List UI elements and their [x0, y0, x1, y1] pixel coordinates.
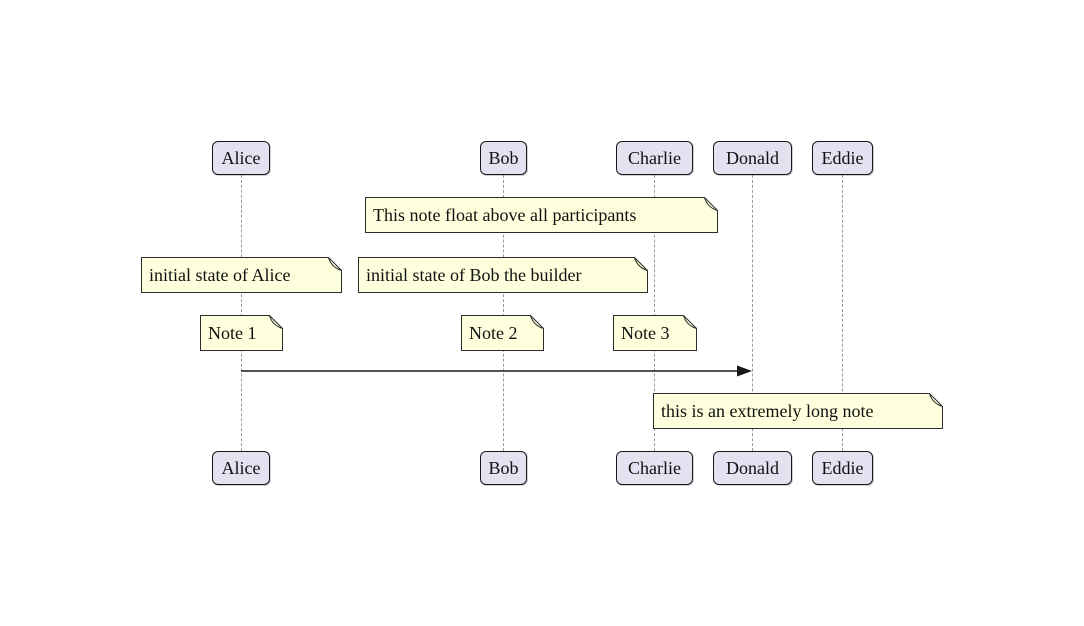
note-shape	[653, 393, 943, 429]
note-shape	[358, 257, 648, 293]
lifeline-charlie	[654, 175, 655, 451]
participant-label: Charlie	[628, 457, 681, 478]
note-text: Note 3	[621, 322, 670, 343]
note-shape	[461, 315, 544, 351]
note-text: Note 2	[469, 322, 518, 343]
note-long: this is an extremely long note	[653, 393, 943, 429]
note-shape	[141, 257, 342, 293]
lifeline-bob	[503, 175, 504, 451]
note-text: initial state of Alice	[149, 264, 291, 285]
participant-label: Alice	[221, 147, 261, 168]
participant-top-alice: Alice	[212, 141, 270, 175]
participant-label: Alice	[221, 457, 261, 478]
note-text: This note float above all participants	[373, 204, 637, 225]
participant-bottom-charlie: Charlie	[616, 451, 693, 485]
lifeline-donald	[752, 175, 753, 451]
note-text: initial state of Bob the builder	[366, 264, 582, 285]
participant-label: Bob	[488, 457, 519, 478]
note-shape	[365, 197, 718, 233]
note-3: Note 3	[613, 315, 697, 351]
note-2: Note 2	[461, 315, 544, 351]
note-text: this is an extremely long note	[661, 400, 874, 421]
note-floating: This note float above all participants	[365, 197, 718, 233]
participant-bottom-eddie: Eddie	[812, 451, 873, 485]
participant-bottom-alice: Alice	[212, 451, 270, 485]
participant-top-donald: Donald	[713, 141, 792, 175]
participant-label: Bob	[488, 147, 519, 168]
participant-bottom-bob: Bob	[480, 451, 527, 485]
participant-label: Eddie	[821, 147, 864, 168]
note-initial-alice: initial state of Alice	[141, 257, 342, 293]
participant-label: Eddie	[821, 457, 864, 478]
lifeline-eddie	[842, 175, 843, 451]
participant-top-charlie: Charlie	[616, 141, 693, 175]
lifeline-alice	[240, 175, 242, 451]
participant-top-bob: Bob	[480, 141, 527, 175]
participant-label: Charlie	[628, 147, 681, 168]
note-1: Note 1	[200, 315, 283, 351]
note-shape	[200, 315, 283, 351]
participant-label: Donald	[726, 457, 779, 478]
participant-label: Donald	[726, 147, 779, 168]
participant-top-eddie: Eddie	[812, 141, 873, 175]
note-shape	[613, 315, 697, 351]
note-text: Note 1	[208, 322, 257, 343]
note-initial-bob: initial state of Bob the builder	[358, 257, 648, 293]
participant-bottom-donald: Donald	[713, 451, 792, 485]
